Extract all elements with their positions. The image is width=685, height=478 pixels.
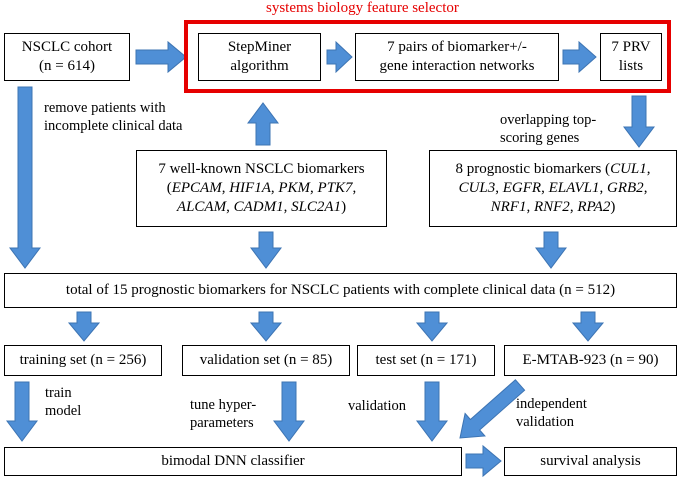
arrow-dnn-to-survival [465,444,502,478]
gene-nrf1: NRF1 [490,199,527,215]
feature-selector-title: systems biology feature selector [266,0,459,16]
gene-egfr: EGFR [502,180,542,196]
gene-rnf2: RNF2 [533,199,570,215]
gene-cadm1: CADM1 [233,199,284,215]
gene-alcam: ALCAM [176,199,227,215]
stepminer-box: StepMiner algorithm [198,33,321,81]
gene-grb2: GRB2 [607,180,644,196]
arrow-validation-to-dnn [273,381,305,442]
independent-validation-label: independent validation [516,396,587,430]
total-biomarkers-box: total of 15 prognostic biomarkers for NS… [4,273,677,308]
networks-line1: 7 pairs of biomarker+/- [387,39,527,55]
known-genes-line2: ALCAM, CADM1, SLC2A1) [176,199,347,215]
arrow-total-to-test [415,311,449,342]
gene-cul3: CUL3 [458,180,496,196]
arrow-total-to-validation [249,311,283,342]
remove-patients-label: remove patients with incomplete clinical… [44,100,183,134]
gene-ptk7: PTK7 [317,180,353,196]
arrow-known-down [250,231,282,269]
stepminer-line2: algorithm [230,58,289,74]
feature-selector-frame [184,20,671,93]
cohort-box: NSCLC cohort (n = 614) [4,33,130,81]
validation-label: validation [348,398,406,414]
prognostic-line3: NRF1, RNF2, RPA2) [490,199,616,215]
arrow-known-to-stepminer [247,102,279,146]
cohort-line1: NSCLC cohort [21,39,113,55]
arrow-prv-to-prognostic [623,95,655,148]
gene-epcam: EPCAM [171,180,222,196]
training-set-box: training set (n = 256) [4,345,162,376]
gene-slc2a1: SLC2A1 [291,199,342,215]
known-genes-line1: (EPCAM, HIF1A, PKM, PTK7, [166,180,357,196]
arrow-cohort-down [9,86,41,269]
prognostic-biomarkers-box: 8 prognostic biomarkers (CUL1, CUL3, EGF… [429,150,677,227]
arrow-training-to-dnn [6,381,38,442]
gene-pkm: PKM [278,180,311,196]
prognostic-line2: CUL3, EGFR, ELAVL1, GRB2, [458,180,648,196]
gene-elavl1: ELAVL1 [548,180,600,196]
prv-box: 7 PRV lists [600,33,662,81]
test-set-box: test set (n = 171) [357,345,495,376]
prv-line2: lists [618,58,644,74]
dnn-classifier-box: bimodal DNN classifier [4,447,462,476]
arrow-emtab-to-dnn [459,379,526,439]
gene-cul1: CUL1 [610,161,647,177]
known-biomarkers-box: 7 well-known NSCLC biomarkers (EPCAM, HI… [136,150,387,227]
gene-hif1a: HIF1A [229,180,271,196]
arrow-total-to-training [67,311,101,342]
arrow-stepminer-to-networks [326,40,353,74]
networks-line2: gene interaction networks [379,58,535,74]
validation-set-box: validation set (n = 85) [182,345,350,376]
overlap-label: overlapping top- scoring genes [500,112,597,146]
gene-rpa2: RPA2 [577,199,611,215]
tune-label: tune hyper- parameters [190,397,257,431]
train-model-label: train model [45,385,82,419]
networks-box: 7 pairs of biomarker+/- gene interaction… [355,33,559,81]
arrow-test-to-dnn [416,381,448,442]
arrow-cohort-to-stepminer [135,40,187,74]
survival-analysis-box: survival analysis [504,447,677,476]
prognostic-line1: 8 prognostic biomarkers (CUL1, [455,161,651,177]
arrow-prognostic-down [535,231,567,269]
arrow-networks-to-prv [562,40,597,74]
cohort-line2: (n = 614) [39,58,95,74]
emtab-box: E-MTAB-923 (n = 90) [504,345,677,376]
arrow-total-to-emtab [571,311,605,342]
prv-line1: 7 PRV [611,39,651,55]
known-biomarkers-heading: 7 well-known NSCLC biomarkers [158,161,365,177]
stepminer-line1: StepMiner [227,39,292,55]
